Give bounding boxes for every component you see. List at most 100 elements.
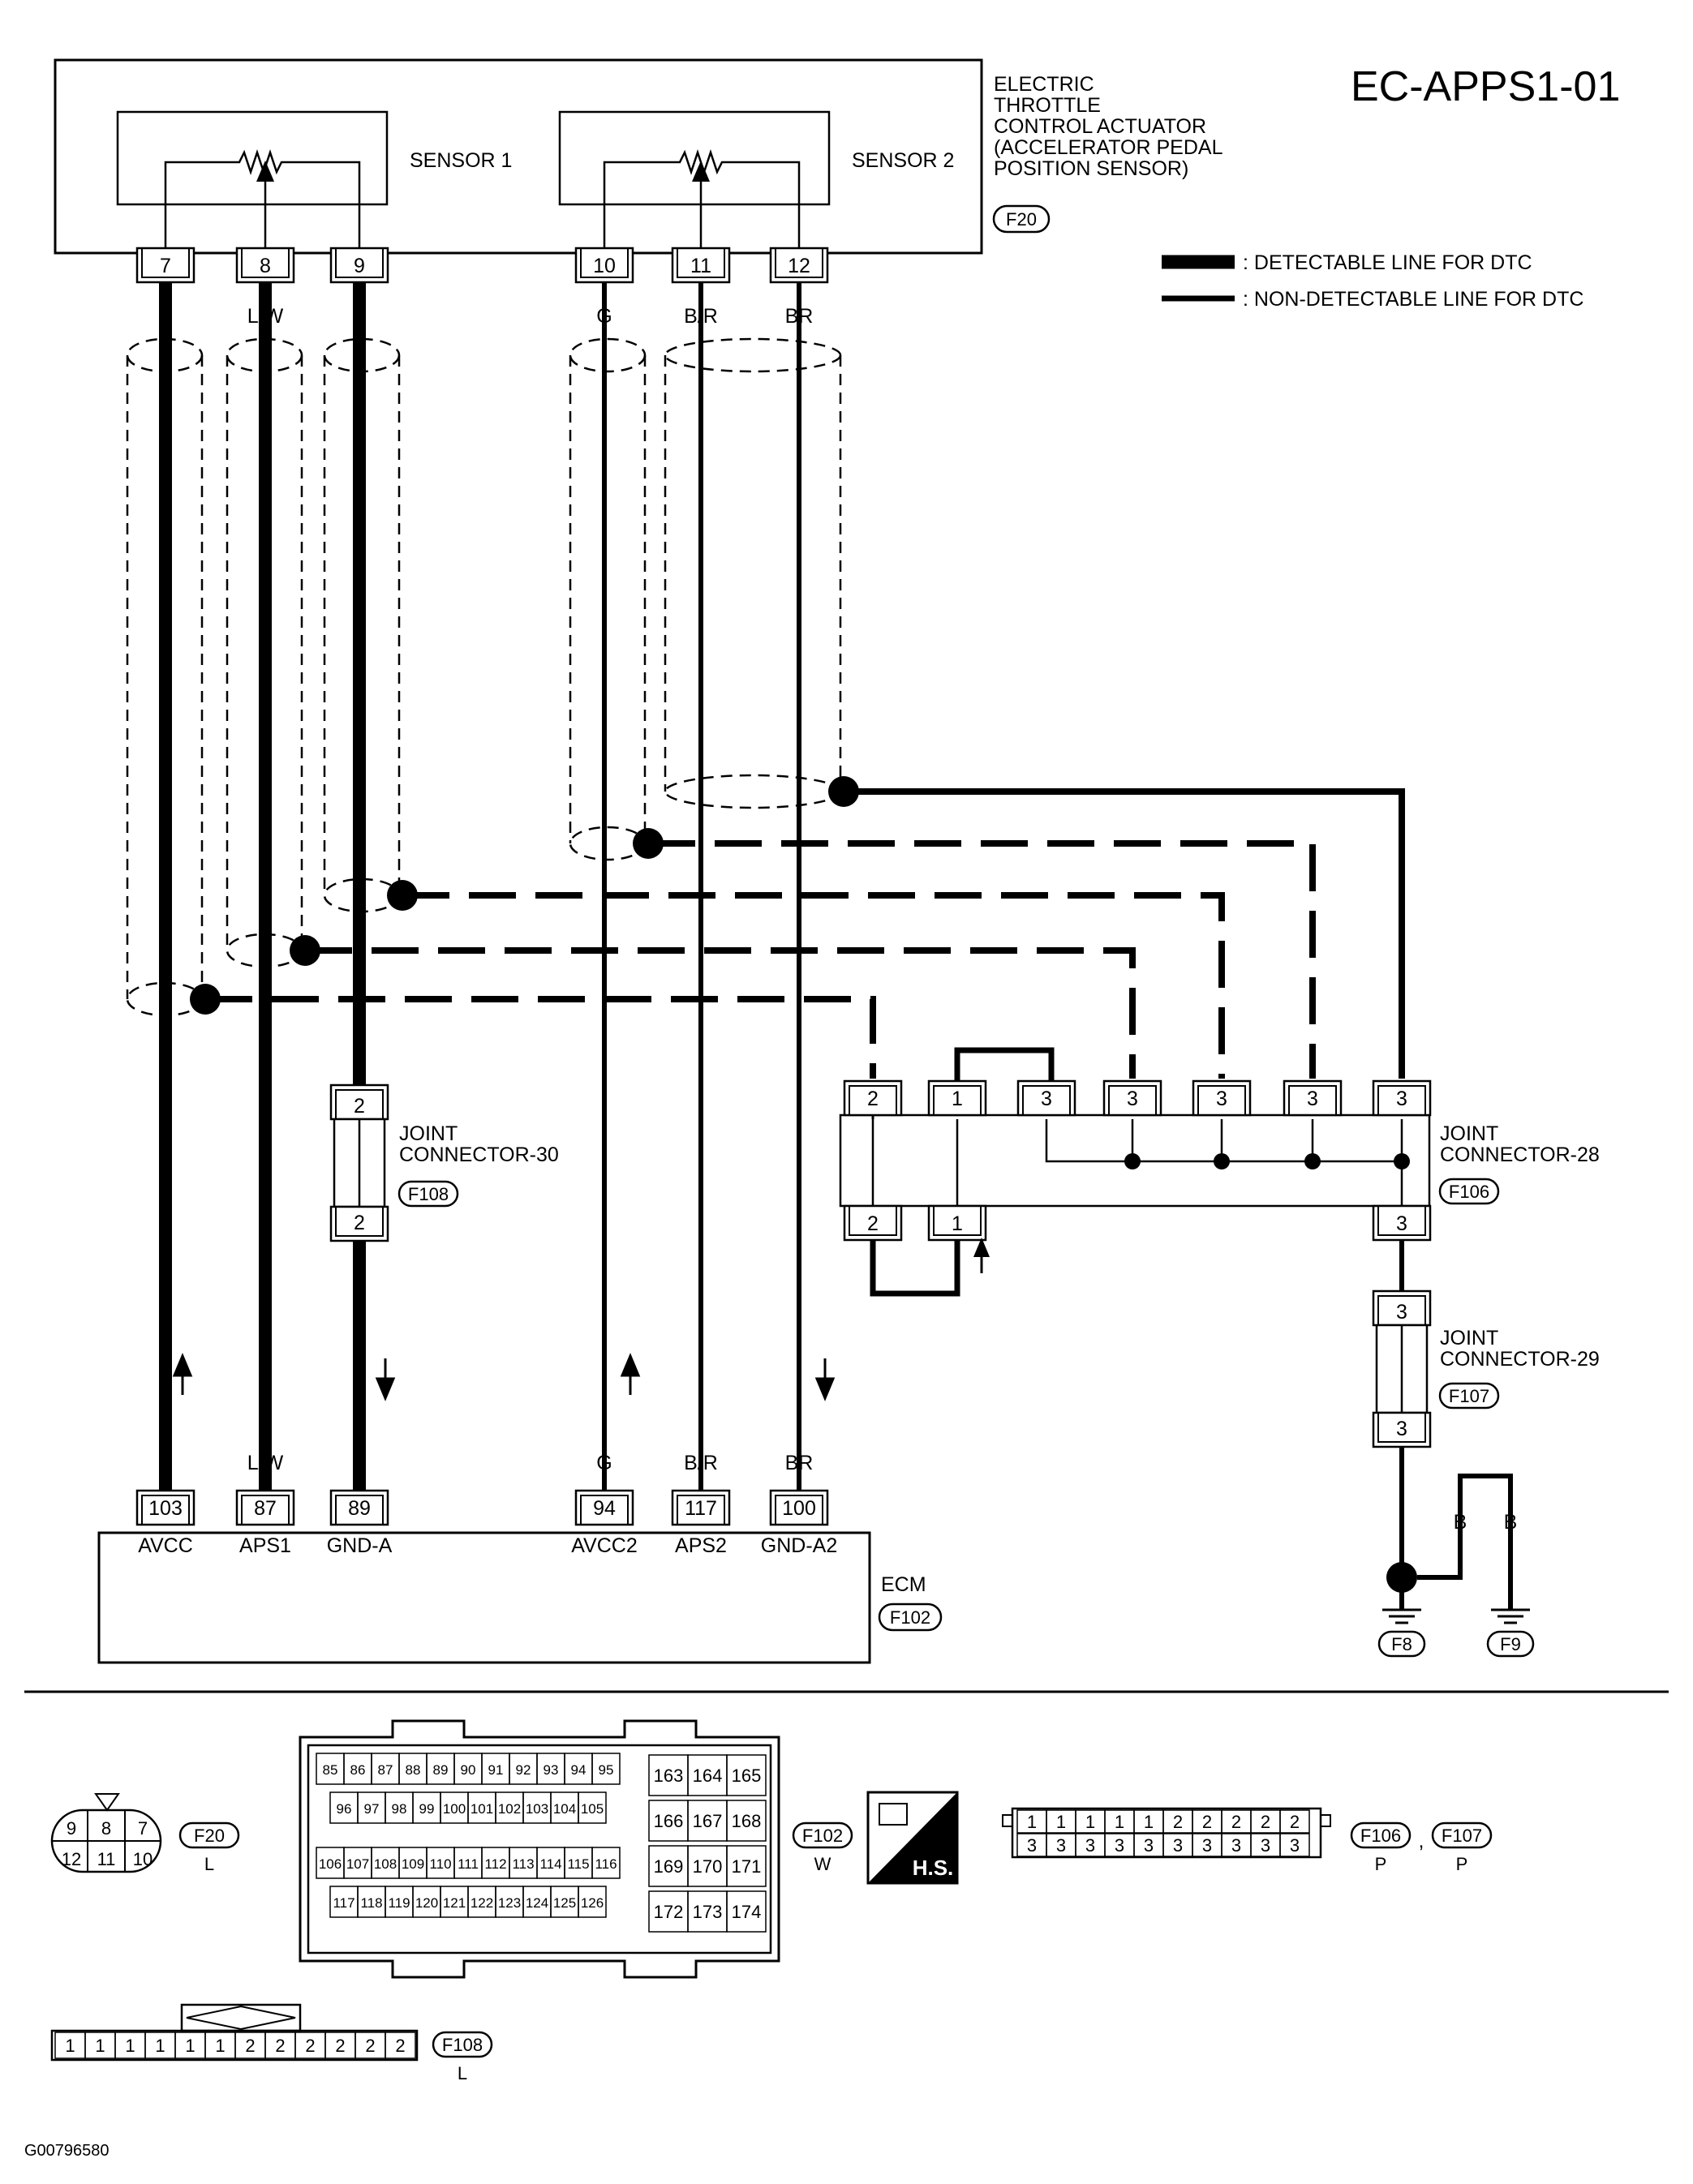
f108-pin: 2 [335, 2036, 345, 2056]
f102-pin: 91 [488, 1762, 504, 1778]
wire-color-bottom: G [596, 1452, 612, 1474]
jc29-connector-id: F107 [1449, 1386, 1489, 1406]
f102-pin: 111 [458, 1856, 479, 1872]
f106-pin: 2 [1173, 1812, 1183, 1832]
f102-pin: 110 [429, 1856, 451, 1872]
joint-connector-30: R 2 2 B JOINT CONNECTOR-30 F108 [329, 1051, 559, 1281]
f102-pin: 171 [732, 1856, 762, 1877]
f102-pin: 163 [654, 1766, 684, 1786]
f106-pin: 3 [1173, 1835, 1183, 1856]
f102-pin: 96 [337, 1801, 352, 1817]
f102-pin: 120 [415, 1895, 438, 1911]
svg-text:F20: F20 [194, 1826, 225, 1846]
f102-pin: 88 [406, 1762, 421, 1778]
sensor1-potentiometer [164, 149, 361, 268]
f106-pin: 3 [1027, 1835, 1037, 1856]
jc28-top-pin: 3 [1016, 1079, 1076, 1117]
jc28-bottom-pin: 1 [927, 1204, 987, 1242]
ecm-pin-94-number: 94 [593, 1497, 616, 1520]
ecm-signal-name: APS2 [675, 1534, 727, 1557]
svg-text:L: L [204, 1854, 214, 1874]
ecm-connector-tag: F102 [878, 1603, 943, 1632]
f102-pin: 114 [539, 1856, 561, 1872]
svg-text:,: , [1419, 1830, 1424, 1852]
f102-pin: 107 [346, 1856, 369, 1872]
actuator-label-2: THROTTLE [994, 94, 1101, 117]
f102-pin: 109 [402, 1856, 424, 1872]
ecm-signal-name: GND-A [327, 1534, 393, 1557]
ecm-pin-94: 94 [574, 1489, 634, 1526]
svg-text:11: 11 [97, 1849, 116, 1869]
actuator-pin-12: 12 [769, 247, 829, 284]
ground-circuit: B B F8 F9 [1377, 1447, 1535, 1658]
jc28-bottom-pin-number: 2 [867, 1212, 879, 1235]
wire-color-top: L [160, 305, 171, 328]
ecm-pin-117-number: 117 [685, 1497, 717, 1520]
f102-pin: 117 [333, 1895, 354, 1911]
jc29-pin-bottom: 3 [1396, 1418, 1407, 1440]
f108-pin: 2 [305, 2036, 315, 2056]
svg-text:P: P [1456, 1854, 1468, 1874]
wire-color-bottom: L/W [247, 1452, 284, 1474]
f106-pin: 2 [1202, 1812, 1212, 1832]
ecm-signal-name: GND-A2 [761, 1534, 837, 1557]
ecm-pins: 103AVCC87APS189GND-A94AVCC2117APS2100GND… [135, 1489, 837, 1557]
jc28-bottom-pin-number: 3 [1396, 1212, 1407, 1235]
jc28-current-arrow-icon [973, 1238, 990, 1257]
f106-pin: 3 [1144, 1835, 1154, 1856]
f20-connector-view: 9 8 7 12 11 10 F20 L [50, 1793, 240, 1874]
f102-pin: 115 [567, 1856, 589, 1872]
f106-pin: 3 [1202, 1835, 1212, 1856]
f106-pin: 3 [1231, 1835, 1241, 1856]
f102-pin: 126 [581, 1895, 604, 1911]
actuator-label-3: CONTROL ACTUATOR [994, 115, 1206, 138]
f108-pin: 1 [125, 2036, 135, 2056]
f108-pin: 1 [155, 2036, 165, 2056]
f102-pin: 113 [512, 1856, 534, 1872]
jc28-top-pin-number: 3 [1041, 1088, 1052, 1110]
ground-wire-color-2: B [1504, 1511, 1518, 1534]
f102-pin: 124 [526, 1895, 548, 1911]
actuator-pin-8-number: 8 [260, 255, 271, 277]
jc28-connector-id: F106 [1449, 1182, 1489, 1202]
svg-text:8: 8 [101, 1818, 111, 1839]
f102-pin: 169 [654, 1856, 684, 1877]
svg-text:L: L [458, 2063, 467, 2083]
actuator-pin-11: 11 [671, 247, 731, 284]
jc28-top-pin-number: 3 [1396, 1088, 1407, 1110]
f102-pin: 93 [544, 1762, 559, 1778]
actuator-label-5: POSITION SENSOR) [994, 157, 1188, 180]
f102-pin: 172 [654, 1902, 684, 1922]
jc29-label-1: JOINT [1440, 1327, 1498, 1349]
f102-pin: 92 [516, 1762, 531, 1778]
f102-pin: 108 [374, 1856, 397, 1872]
f108-pin: 2 [395, 2036, 405, 2056]
ecm-pin-87-number: 87 [254, 1497, 277, 1520]
actuator-label-1: ELECTRIC [994, 73, 1094, 96]
svg-text:F108: F108 [442, 2035, 483, 2055]
jc28-top-pin-number: 1 [952, 1088, 963, 1110]
f102-pin: 125 [553, 1895, 576, 1911]
ecm-pin-100: 100 [769, 1489, 829, 1526]
ecm-pin-117: 117 [671, 1489, 731, 1526]
wire-color-bottom: L [160, 1452, 171, 1474]
f102-pin: 174 [732, 1902, 762, 1922]
actuator-pin-10-number: 10 [593, 255, 616, 277]
f102-pin: 86 [350, 1762, 366, 1778]
ground-wire-color-1: B [1454, 1511, 1467, 1534]
svg-text:F20: F20 [1006, 209, 1037, 230]
ecm-pin-89-number: 89 [348, 1497, 371, 1520]
jc29-pin-top: 3 [1396, 1301, 1407, 1324]
f102-pin: 119 [388, 1895, 410, 1911]
f102-pin: 95 [599, 1762, 614, 1778]
ecm-box [97, 1531, 871, 1664]
sensor2-box [558, 110, 831, 206]
drain-wires [205, 788, 1405, 1079]
ecm-signal-name: AVCC [138, 1534, 193, 1557]
ecm-label: ECM [881, 1573, 926, 1596]
f106-pin: 1 [1027, 1812, 1037, 1832]
f102-pin: 101 [471, 1801, 493, 1817]
